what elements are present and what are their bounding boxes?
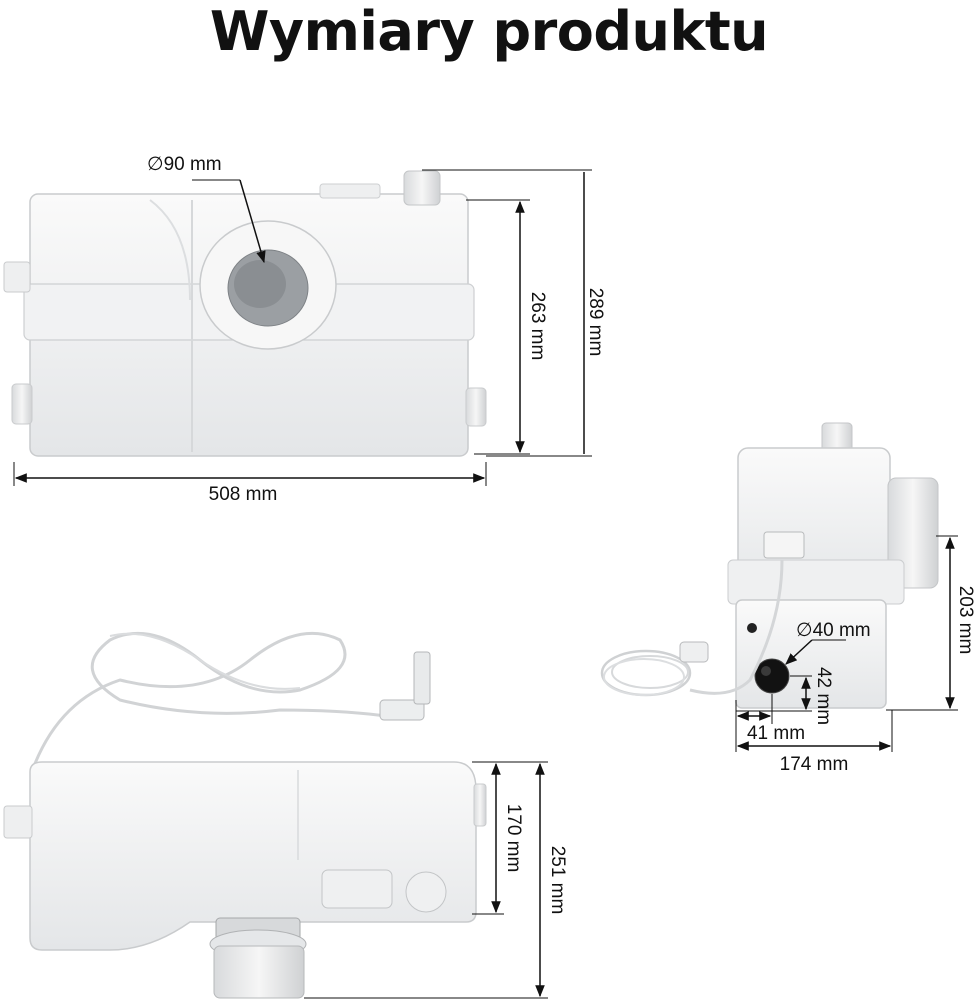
- front-dimensions: ∅90 mm 508 mm 263 mm 289 mm: [13, 154, 606, 505]
- side-dimensions: ∅40 mm 42 mm 41 mm 174 mm 203 mm: [735, 535, 976, 775]
- side-view: [600, 422, 939, 709]
- top-total-height-label: 251 mm: [547, 846, 568, 915]
- side-plug: [679, 641, 709, 663]
- side-inlet-diameter-label: ∅40 mm: [796, 620, 871, 641]
- top-body-height-label: 170 mm: [503, 804, 524, 873]
- front-right-inlet: [465, 387, 487, 427]
- top-cable: [32, 631, 401, 767]
- side-inlet-height-label: 42 mm: [813, 667, 834, 725]
- front-unit-top-tab: [319, 183, 381, 199]
- top-view: [3, 631, 487, 999]
- side-cable-connector: [763, 531, 805, 559]
- top-switch: [321, 869, 393, 909]
- page-title: Wymiary produktu: [209, 0, 769, 63]
- front-outlet-diameter-label: ∅90 mm: [147, 154, 222, 175]
- top-dimensions: 170 mm 251 mm: [304, 761, 568, 999]
- front-left-fitting: [3, 261, 31, 293]
- top-plug: [379, 699, 425, 721]
- top-knob: [405, 871, 447, 913]
- front-vent-pipe: [403, 170, 441, 206]
- top-outlet-pipe: [213, 945, 305, 999]
- front-body-height-label: 263 mm: [527, 292, 548, 361]
- side-lower-housing: [735, 599, 887, 709]
- side-inlet-hole: [754, 658, 790, 694]
- side-height-label: 203 mm: [955, 586, 976, 655]
- front-view: [3, 170, 487, 457]
- side-inlet-offset-label: 41 mm: [747, 723, 805, 744]
- front-left-inlet: [11, 383, 33, 425]
- front-total-height-label: 289 mm: [585, 288, 606, 357]
- front-width-label: 508 mm: [209, 484, 278, 505]
- side-depth-label: 174 mm: [780, 754, 849, 775]
